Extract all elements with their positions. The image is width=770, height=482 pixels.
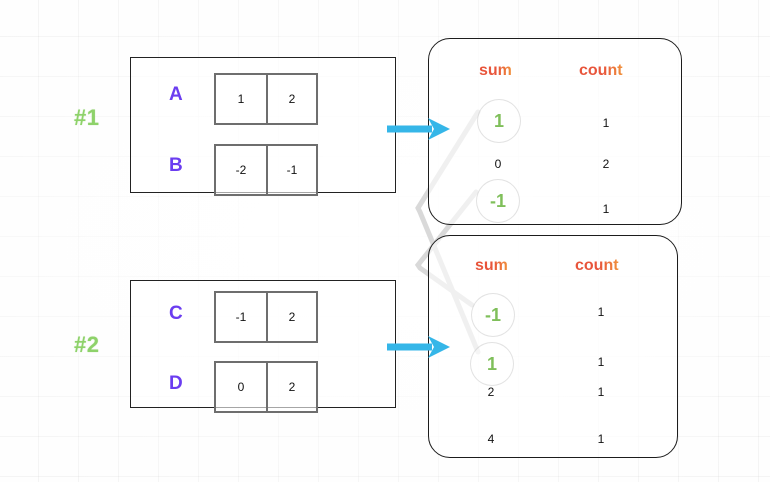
row-label-d: D — [169, 373, 183, 394]
agg1-sum-1: 0 — [494, 157, 502, 171]
row-label-b: B — [169, 155, 183, 176]
agg1-count-2: 1 — [602, 202, 610, 216]
input-group-2: C -1 2 D 0 2 — [130, 280, 396, 413]
agg2-header-sum: sum — [475, 257, 508, 274]
agg2-sum-3: 4 — [487, 432, 495, 446]
row-label-a: A — [169, 84, 183, 105]
value-pair-d: 0 2 — [214, 361, 318, 413]
step-label-2: #2 — [74, 332, 100, 357]
step-label-1: #1 — [74, 105, 100, 130]
agg2-count-2: 1 — [597, 385, 605, 399]
agg1-header-count: count — [579, 62, 623, 79]
cell-b-0: -2 — [235, 163, 247, 177]
value-pair-c: -1 2 — [214, 291, 318, 343]
cell-a-1: 2 — [266, 75, 316, 123]
agg1-sum-0: 1 — [493, 111, 505, 131]
agg2-sum-2: 2 — [487, 385, 495, 399]
cell-c-1: 2 — [266, 293, 316, 341]
agg2-count-3: 1 — [597, 432, 605, 446]
aggregate-table-2: sum count -1 1 1 1 2 1 4 1 — [428, 235, 678, 458]
row-label-c: C — [169, 303, 183, 324]
agg2-count-1: 1 — [597, 355, 605, 369]
agg1-count-0: 1 — [602, 116, 610, 130]
value-pair-a: 1 2 — [214, 73, 318, 125]
agg2-sum-1: 1 — [486, 354, 498, 374]
cell-d-1: 2 — [266, 363, 316, 411]
agg1-count-1: 2 — [602, 157, 610, 171]
agg1-sum-2: -1 — [489, 191, 507, 211]
aggregate-table-1: sum count 1 1 0 2 -1 1 — [428, 38, 682, 225]
agg2-count-0: 1 — [597, 305, 605, 319]
agg2-sum-0: -1 — [484, 305, 502, 325]
value-pair-b: -2 -1 — [214, 144, 318, 196]
cell-a-0: 1 — [237, 92, 245, 106]
agg2-header-count: count — [575, 257, 619, 274]
input-group-1: A 1 2 B -2 -1 — [130, 57, 396, 196]
cell-c-0: -1 — [235, 310, 247, 324]
cell-b-1: -1 — [266, 146, 316, 194]
cell-d-0: 0 — [237, 380, 245, 394]
agg1-header-sum: sum — [479, 62, 512, 79]
